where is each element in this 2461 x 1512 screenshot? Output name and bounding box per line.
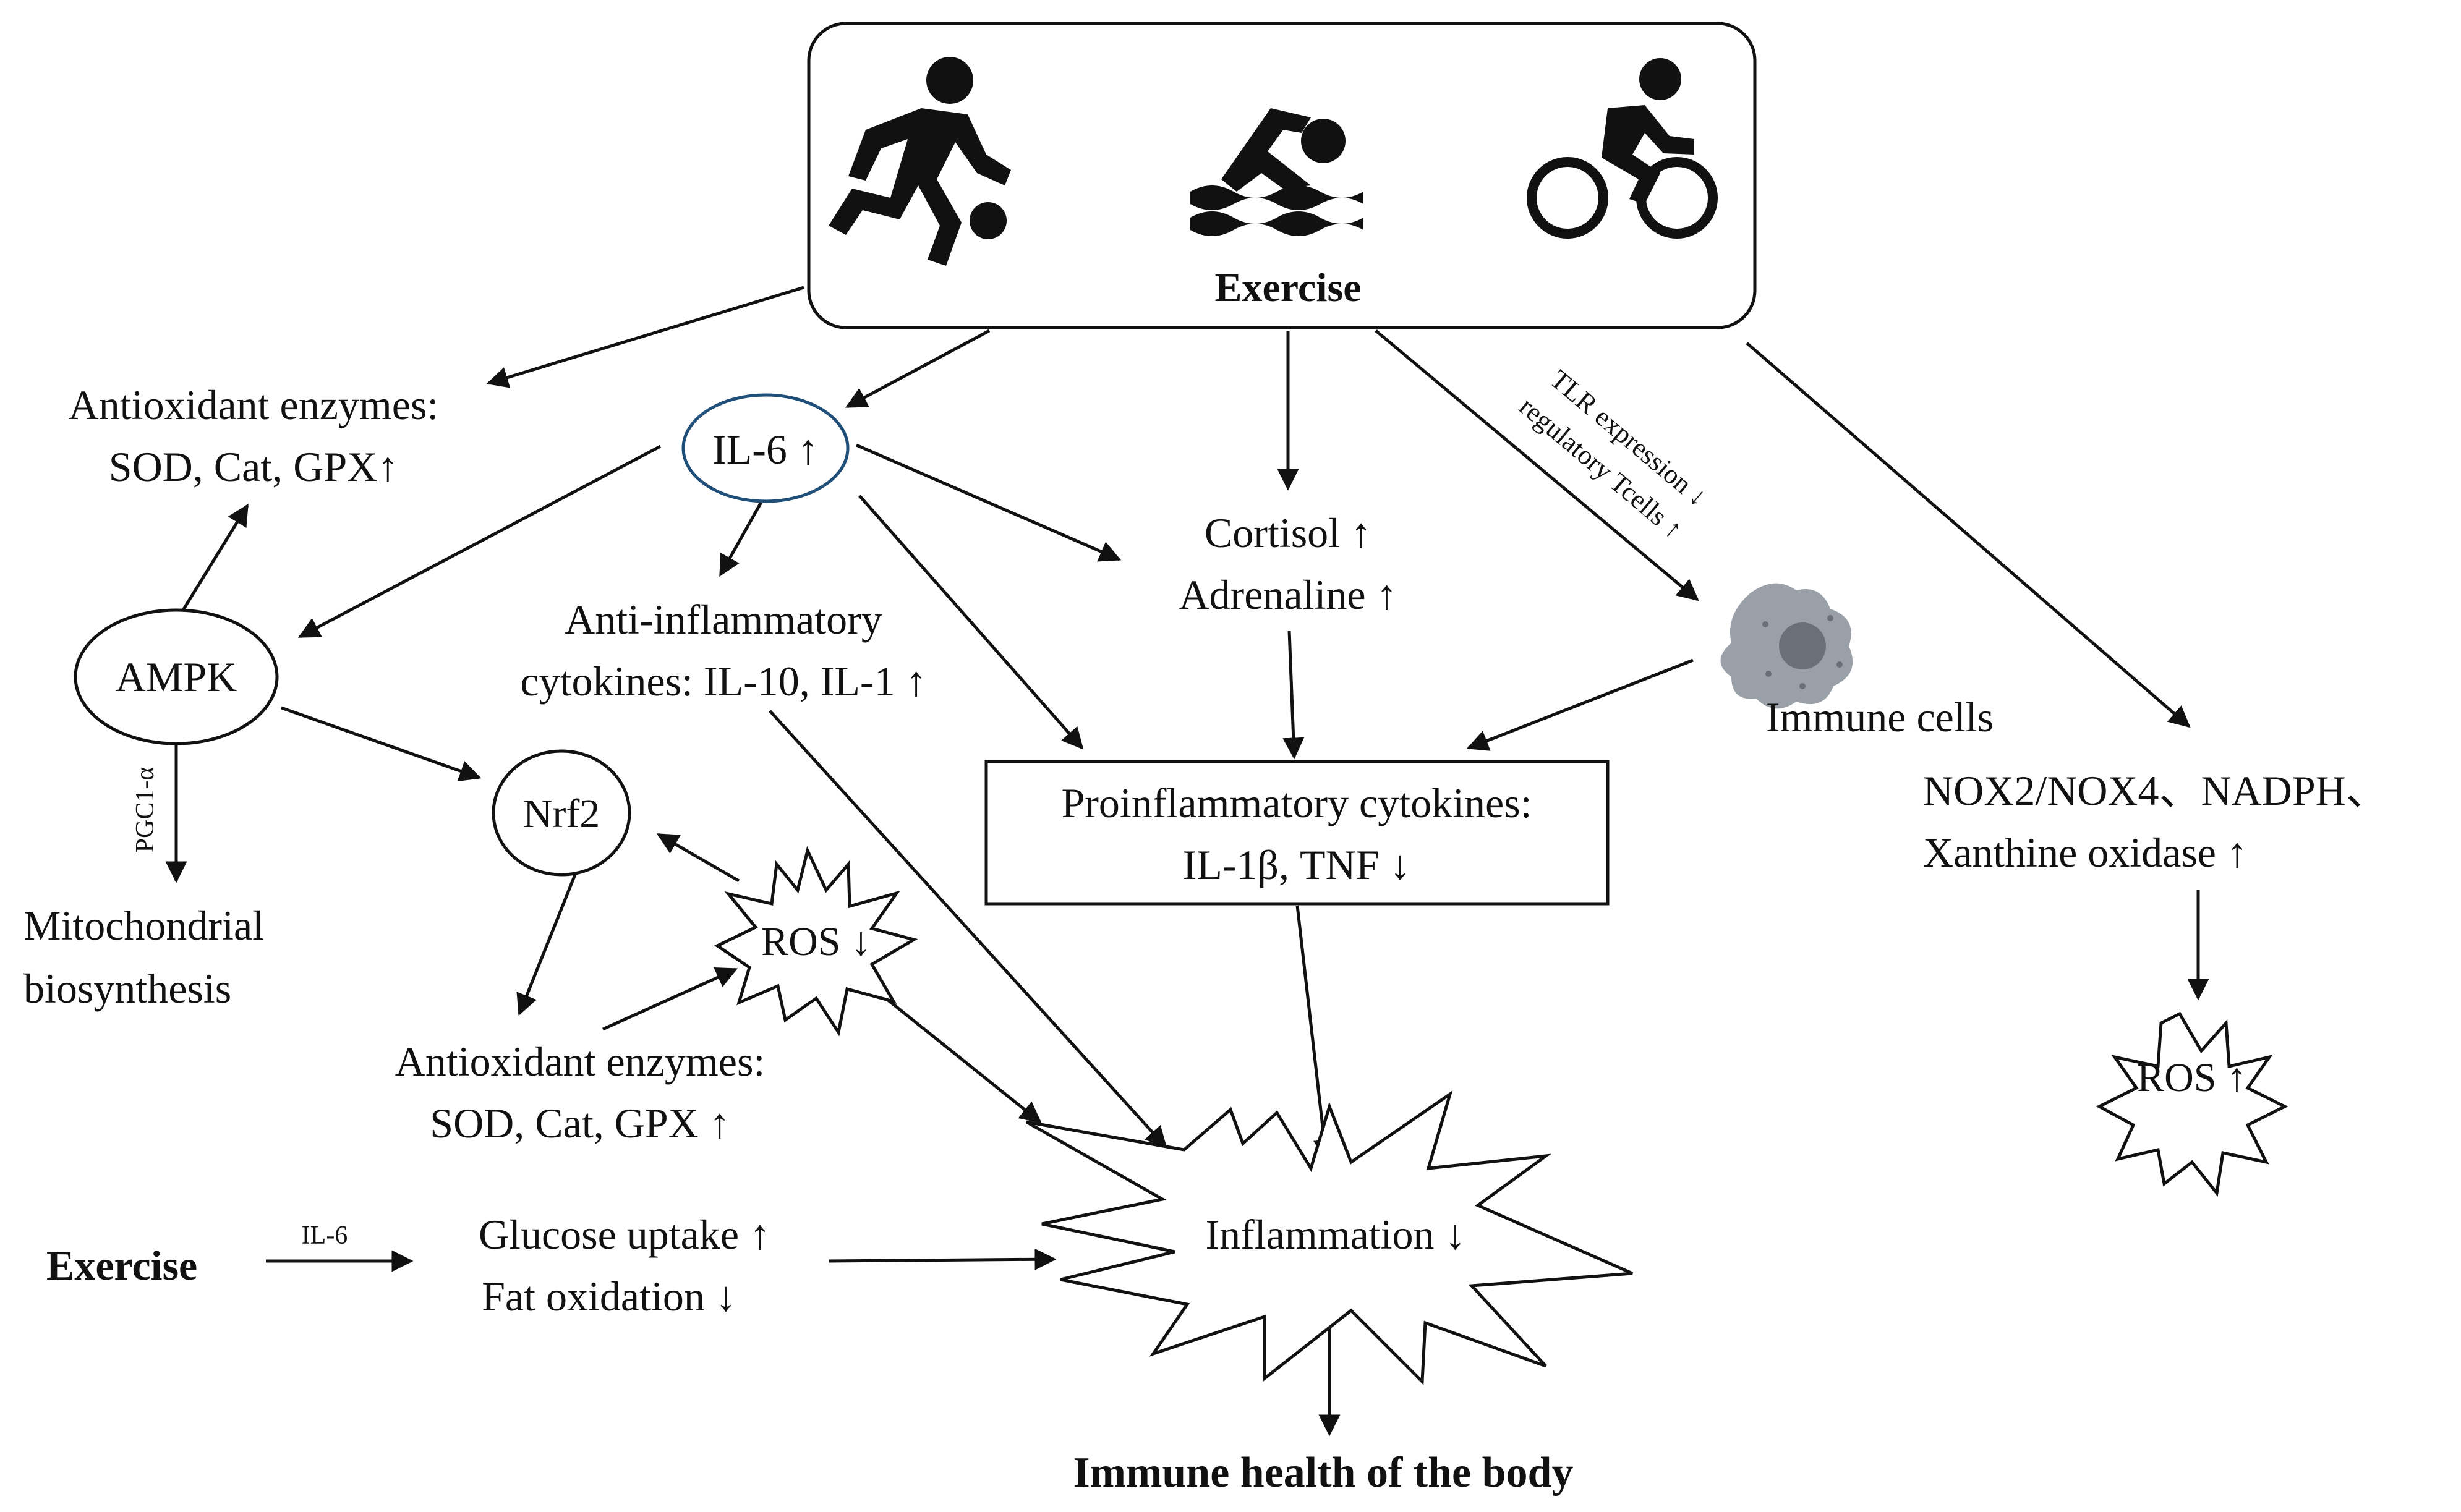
arrow-ampk-to-antioxidant-top [176,504,249,619]
cortisol-label: Cortisol ↑ [1205,509,1371,556]
ros-left-label: ROS ↓ [761,919,871,964]
soccer-player-icon [829,57,1011,266]
nrf2-label: Nrf2 [523,791,600,836]
arrow-ampk-to-nrf2 [281,706,482,782]
arrow-proinflammatory-to-inflammation [1295,905,1335,1162]
exercise-box-title: Exercise [1214,265,1361,310]
antioxidant-top-line2: SOD, Cat, GPX↑ [109,443,399,490]
pgc1a-label: PGC1-α [131,767,160,853]
arrow-anti-inflammatory-to-inflammation [769,710,1167,1149]
ros-right-starburst [2096,1011,2288,1197]
swimmer-icon [1190,108,1363,236]
arrow-il6-to-anti-inflammatory [719,493,767,577]
inflammation-label: Inflammation ↓ [1205,1211,1465,1258]
arrow-exercise-to-nox [1746,342,2191,728]
arrow-immune-cells-to-proinflammatory [1466,658,1694,751]
proinflammatory-line1: Proinflammatory cytokines: [1061,779,1532,826]
antioxidant-bottom-line2: SOD, Cat, GPX ↑ [430,1100,730,1147]
exercise-box: Exercise [807,22,1757,329]
glucose-uptake-label: Glucose uptake ↑ [479,1211,770,1258]
exercise-bottom-label: Exercise [46,1242,197,1289]
proinflammatory-box [984,760,1610,906]
fat-oxidation-label: Fat oxidation ↓ [482,1273,736,1320]
ros-left-starburst [714,846,918,1037]
il6-ellipse [681,393,850,503]
immune-health-label: Immune health of the body [1073,1449,1574,1497]
inflammation-starburst [1025,1090,1634,1385]
antioxidant-top-line1: Antioxidant enzymes: [69,381,439,428]
ros-right-label: ROS ↑ [2137,1055,2247,1100]
il6-small-label: IL-6 [302,1221,348,1250]
arrow-il6-to-proinflammatory [858,495,1084,750]
adrenaline-label: Adrenaline ↑ [1179,571,1397,618]
arrow-glucose-to-inflammation [828,1248,1057,1270]
arrow-antioxidant-bottom-to-ros [602,967,738,1031]
nox-line2: Xanthine oxidase ↑ [1923,829,2248,876]
anti-inflammatory-line1: Anti-inflammatory [565,596,882,643]
ampk-label: AMPK [116,653,237,700]
immune-cells-label: Immune cells [1766,694,1994,741]
arrow-ros-to-nrf2 [656,833,740,883]
ampk-ellipse [74,608,279,745]
nox-line1: NOX2/NOX4、NADPH、 [1923,767,2388,814]
mito-line2: biosynthesis [23,965,231,1012]
connector-arrows [165,286,2209,1437]
arrow-exercise-to-antioxidant-top [486,286,804,388]
antioxidant-bottom-line1: Antioxidant enzymes: [395,1038,766,1085]
arrow-il6-to-ampk [297,444,662,639]
arrow-il6-to-cortisol [856,443,1122,562]
cyclist-icon [1527,58,1718,239]
immune-cell-icon [1720,583,1853,709]
arrow-exercise-to-il6 [845,329,991,409]
arrow-exercise-to-immune-cells [1375,329,1699,601]
mito-line1: Mitochondrial [23,902,264,949]
anti-inflammatory-line2: cytokines: IL-10, IL-1 ↑ [520,658,926,705]
proinflammatory-line2: IL-1β, TNF ↓ [1183,841,1411,888]
il6-label: IL-6 ↑ [712,426,819,473]
arrow-ros-to-inflammation [877,991,1042,1124]
nrf2-ellipse [492,749,631,877]
arrow-cortisol-to-proinflammatory [1282,630,1305,760]
arrow-nrf2-to-antioxidant-bottom [516,874,577,1016]
